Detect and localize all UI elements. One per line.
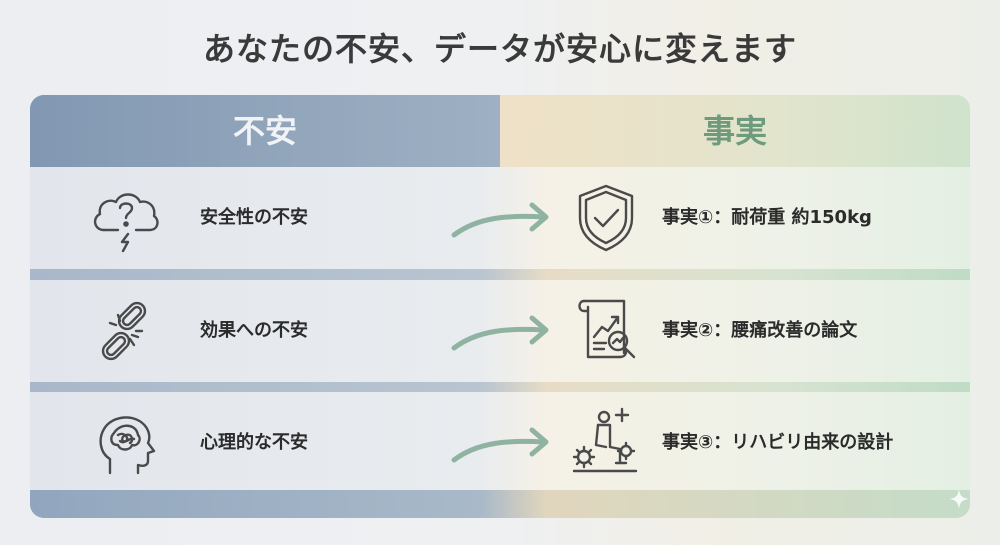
fact-column-header: 事実 — [500, 95, 970, 167]
comparison-row-safety: 安全性の不安 事実①：耐荷重 約150kg — [30, 167, 970, 269]
worry-label-safety: 安全性の不安 — [200, 207, 308, 228]
arrow-icon — [451, 202, 549, 238]
worry-column-header: 不安 — [30, 95, 500, 167]
comparison-row-effect: 効果への不安 事実②：腰痛改善の論文 — [30, 280, 970, 382]
fact-label-research-paper: 事実②：腰痛改善の論文 — [662, 320, 858, 341]
fact-label-load-capacity: 事実①：耐荷重 約150kg — [662, 207, 872, 228]
comparison-row-psychological: 心理的な不安 事実③：リハビリ由来の設計 — [30, 392, 970, 494]
fact-label-rehab-design: 事実③：リハビリ由来の設計 — [662, 432, 894, 453]
comparison-panel: 不安 事実 安全性の不安 事実①：耐荷重 約150kg — [30, 95, 970, 518]
page-title: あなたの不安、データが安心に変えます — [202, 30, 797, 68]
worry-label-effect: 効果への不安 — [200, 320, 308, 341]
shield-check-icon — [566, 178, 646, 258]
rehab-person-gears-icon — [566, 403, 646, 483]
worry-label-psychological: 心理的な不安 — [200, 432, 308, 453]
cloud-question-lightning-icon — [86, 178, 166, 258]
arrow-icon — [451, 427, 549, 463]
broken-chain-icon — [86, 291, 166, 371]
head-tangled-brain-icon — [86, 403, 166, 483]
arrow-icon — [451, 315, 549, 351]
research-paper-magnifier-icon — [566, 291, 646, 371]
sparkle-icon — [949, 489, 969, 509]
panel-footer-band — [30, 490, 970, 518]
